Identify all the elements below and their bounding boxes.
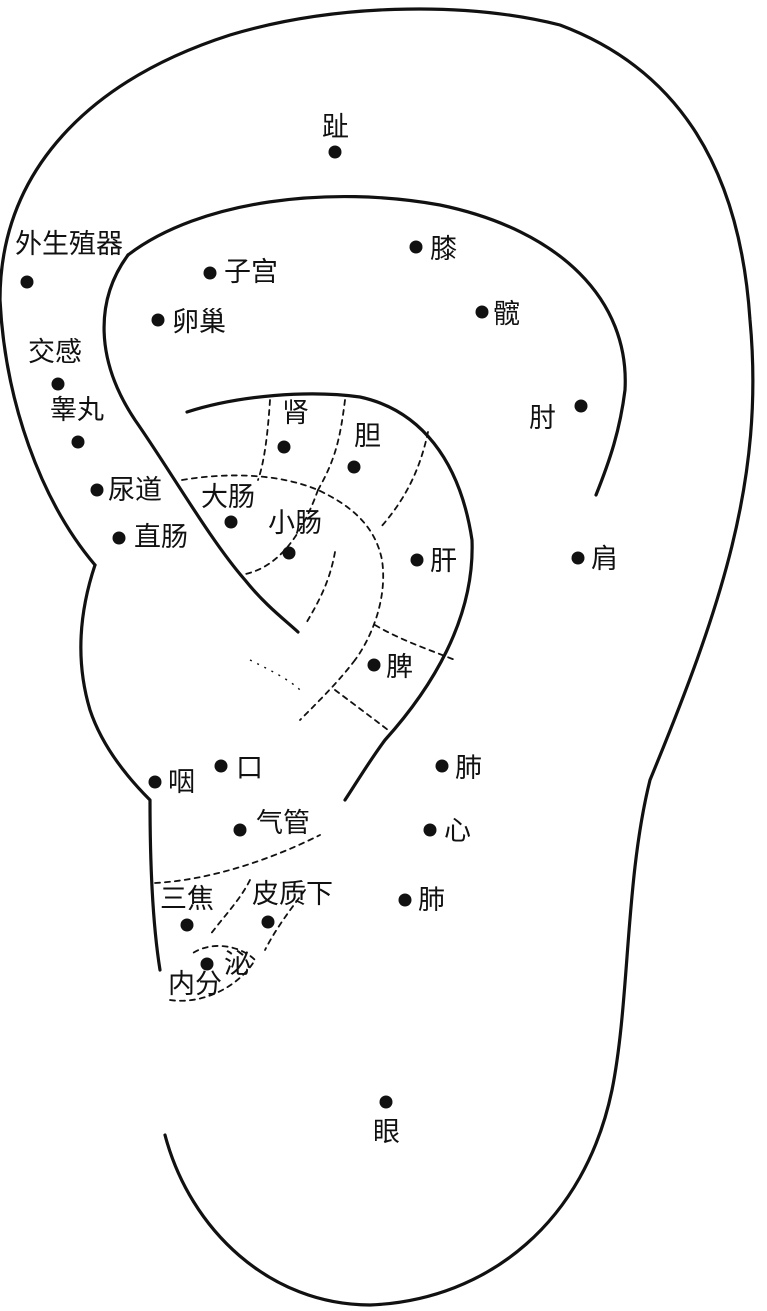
point-label: 大肠 [201,482,255,513]
point-waishengzhiqi: 外生殖器 [15,229,123,289]
point-dot [410,553,424,567]
point-label: 子宫 [224,257,278,288]
point-dot [347,460,361,474]
point-label: 膝 [430,234,457,265]
point-pizhixia: 皮质下 [252,879,333,929]
point-dan: 胆 [347,421,381,474]
point-yan-throat: 咽 [148,767,195,798]
point-neifenmi: 内分 泌 [168,949,251,1000]
point-dot [475,305,489,319]
point-dot [90,483,104,497]
point-label: 内分 [168,969,222,1000]
point-dot [277,440,291,454]
point-yan-eye: 眼 [373,1095,400,1148]
point-fei-lower: 肺 [398,885,445,916]
point-luanchao: 卵巢 [151,307,226,338]
point-label: 直肠 [134,522,188,553]
point-dot [214,759,228,773]
point-gaowan: 睾丸 [50,395,104,449]
point-label: 交感 [28,337,82,368]
point-label: 心 [444,816,471,847]
point-dot [379,1095,393,1109]
point-label: 肝 [430,546,457,577]
point-label: 肾 [282,398,309,429]
point-label: 泌 [224,949,251,980]
point-kuan: 髋 [475,299,520,330]
point-xin: 心 [423,816,471,847]
point-xiaochang: 小肠 [268,508,322,560]
point-label: 髋 [493,299,520,330]
point-zhichang: 直肠 [112,522,188,553]
point-dot [151,313,165,327]
point-label: 三焦 [160,884,214,915]
point-dot [180,918,194,932]
point-dot [224,515,238,529]
point-sanjiao: 三焦 [160,884,214,932]
point-dot [261,915,275,929]
point-label: 肺 [418,885,445,916]
point-label: 外生殖器 [15,229,123,260]
point-jian: 肩 [571,544,618,575]
point-label: 小肠 [268,508,322,539]
concha-upper-rim [185,392,474,802]
point-zhou: 肘 [529,399,588,434]
point-qiguan: 气管 [233,808,310,839]
acupoints: 趾 外生殖器 膝 子宫 髋 卵巢 交感 [15,112,618,1148]
point-dot [409,240,423,254]
point-kou: 口 [214,753,263,784]
point-dot [398,893,412,907]
point-shen: 肾 [277,398,309,454]
antitragus-contour [79,563,162,972]
zone-boundaries [154,399,456,1002]
point-label: 咽 [168,767,195,798]
point-zigong: 子宫 [203,257,278,288]
point-dot [203,266,217,280]
helix-outer-contour [0,7,755,1307]
point-pi: 脾 [367,652,413,683]
point-jiaogan: 交感 [28,337,82,391]
point-dachang: 大肠 [201,482,255,529]
point-label: 睾丸 [50,395,104,426]
point-label: 肩 [591,544,618,575]
point-label: 尿道 [108,475,162,506]
point-gan: 肝 [410,546,457,577]
point-dot [148,775,162,789]
point-label: 趾 [322,112,349,143]
point-zhi: 趾 [322,112,349,159]
point-dot [200,957,214,971]
point-xi: 膝 [409,234,457,265]
point-label: 卵巢 [172,307,226,338]
point-dot [233,823,247,837]
point-dot [423,823,437,837]
point-label: 气管 [256,808,310,839]
ear-outline [0,7,755,1307]
point-label: 脾 [386,652,413,683]
point-fei-upper: 肺 [435,753,482,784]
point-label: 口 [236,753,263,784]
point-dot [571,551,585,565]
antihelix-left [102,253,300,634]
point-dot [435,759,449,773]
point-dot [51,377,65,391]
point-dot [282,546,296,560]
point-dot [574,399,588,413]
point-label: 肘 [529,403,556,434]
helix-inner-fold [126,194,627,497]
point-label: 眼 [373,1117,400,1148]
point-label: 皮质下 [252,879,333,910]
point-dot [112,531,126,545]
point-label: 肺 [455,753,482,784]
point-label: 胆 [354,421,381,452]
point-dot [20,275,34,289]
point-dot [71,435,85,449]
point-niaodao: 尿道 [90,475,162,506]
point-dot [367,658,381,672]
point-dot [328,145,342,159]
